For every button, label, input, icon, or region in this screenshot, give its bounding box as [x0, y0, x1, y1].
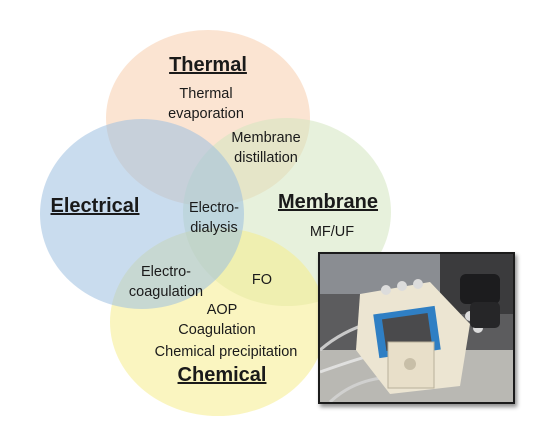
thermal-evaporation-label: Thermal evaporation	[150, 84, 262, 124]
membrane-distillation-line-2: distillation	[234, 150, 298, 166]
electrodialysis-line-1: Electro-	[189, 200, 239, 216]
electrocoagulation-line-1: Electro-	[141, 264, 191, 280]
electrodialysis-line-2: dialysis	[190, 220, 238, 236]
electrodialysis-label: Electro- dialysis	[178, 198, 250, 238]
membrane-distillation-label: Membrane distillation	[216, 128, 316, 168]
chemical-title: Chemical	[177, 364, 267, 386]
membrane-title: Membrane	[277, 191, 379, 213]
electrical-circle	[40, 119, 244, 309]
electrocoagulation-line-2: coagulation	[128, 284, 204, 300]
thermal-evaporation-line-2: evaporation	[168, 106, 244, 122]
electrical-title: Electrical	[50, 195, 140, 217]
thermal-evaporation-line-1: Thermal	[179, 86, 233, 102]
chemical-precipitation-label: Chemical precipitation	[154, 344, 298, 360]
aop-label: AOP	[206, 302, 238, 318]
mf-uf-label: MF/UF	[309, 224, 355, 240]
membrane-distillation-line-1: Membrane	[231, 130, 301, 146]
fo-label: FO	[251, 272, 273, 288]
thermal-title: Thermal	[169, 54, 247, 76]
coagulation-label: Coagulation	[178, 322, 256, 338]
electrocoagulation-label: Electro- coagulation	[118, 262, 214, 302]
pump-photo-drawing	[320, 254, 513, 402]
peristaltic-pump-photo	[318, 252, 515, 404]
